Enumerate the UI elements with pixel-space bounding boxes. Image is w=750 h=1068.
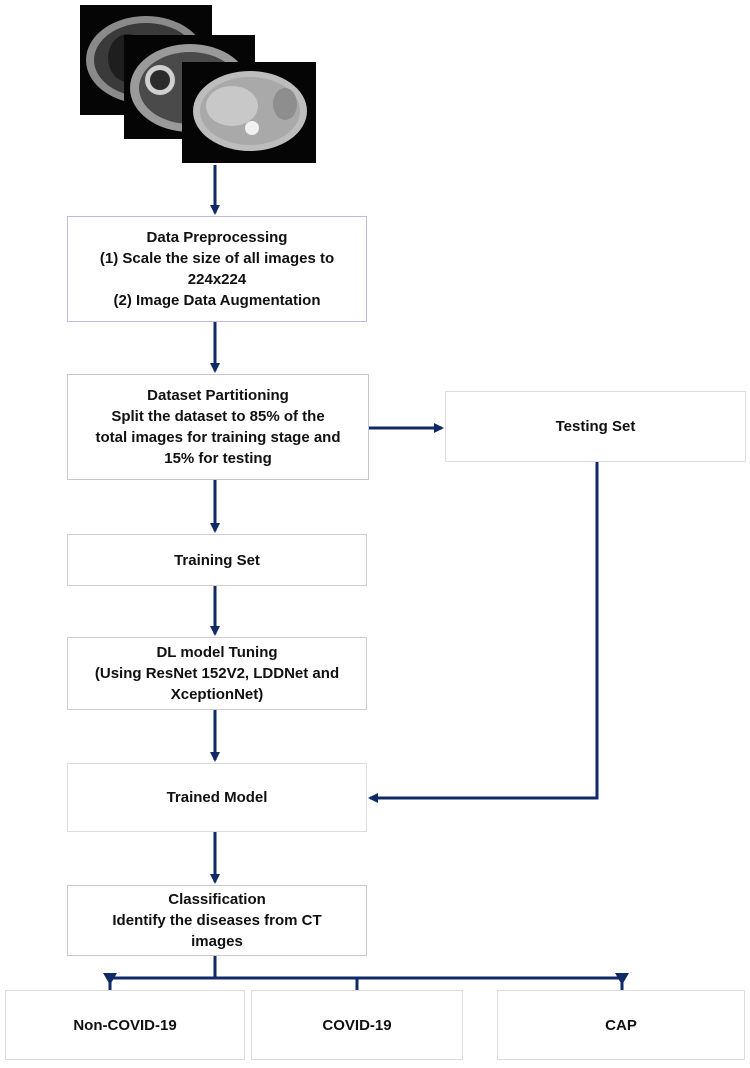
- bus-end-left: [103, 973, 117, 985]
- preprocessing-line-1: (1) Scale the size of all images to: [99, 250, 335, 267]
- preprocessing-line-3: (2) Image Data Augmentation: [113, 292, 321, 309]
- output-covid-label: COVID-19: [322, 1016, 392, 1034]
- preprocessing-title: Data Preprocessing: [146, 229, 288, 246]
- tuning-line-2: XceptionNet): [170, 686, 264, 703]
- output-cap-box: CAP: [497, 990, 745, 1060]
- partitioning-line-2: total images for training stage and: [95, 429, 341, 446]
- partitioning-line-3: 15% for testing: [164, 450, 272, 467]
- bus-end-right: [615, 973, 629, 985]
- ct-slice-3: [182, 62, 316, 163]
- classification-title: Classification: [168, 891, 266, 908]
- tuning-box: DL model Tuning (Using ResNet 152V2, LDD…: [67, 637, 367, 710]
- output-non-covid-box: Non-COVID-19: [5, 990, 245, 1060]
- tuning-title: DL model Tuning: [156, 644, 278, 661]
- arrow-testing-to-trained: [368, 462, 599, 803]
- partitioning-box: Dataset Partitioning Split the dataset t…: [67, 374, 369, 480]
- training-set-label: Training Set: [174, 551, 260, 569]
- testing-set-box: Testing Set: [445, 391, 746, 462]
- partitioning-line-1: Split the dataset to 85% of the: [111, 408, 325, 425]
- ct-scan-stack: [80, 5, 316, 163]
- training-set-box: Training Set: [67, 534, 367, 586]
- classification-box: Classification Identify the diseases fro…: [67, 885, 367, 956]
- preprocessing-box: Data Preprocessing (1) Scale the size of…: [67, 216, 367, 322]
- output-covid-box: COVID-19: [251, 990, 463, 1060]
- tuning-line-1: (Using ResNet 152V2, LDDNet and: [94, 665, 340, 682]
- testing-set-label: Testing Set: [555, 418, 636, 435]
- trained-model-label: Trained Model: [166, 789, 268, 806]
- output-cap-label: CAP: [605, 1016, 637, 1034]
- partitioning-title: Dataset Partitioning: [147, 387, 289, 404]
- classification-line-2: images: [191, 933, 243, 950]
- classification-line-1: Identify the diseases from CT: [112, 912, 322, 929]
- trained-model-box: Trained Model: [67, 763, 367, 832]
- preprocessing-line-2: 224x224: [187, 271, 247, 288]
- output-non-covid-label: Non-COVID-19: [73, 1016, 177, 1034]
